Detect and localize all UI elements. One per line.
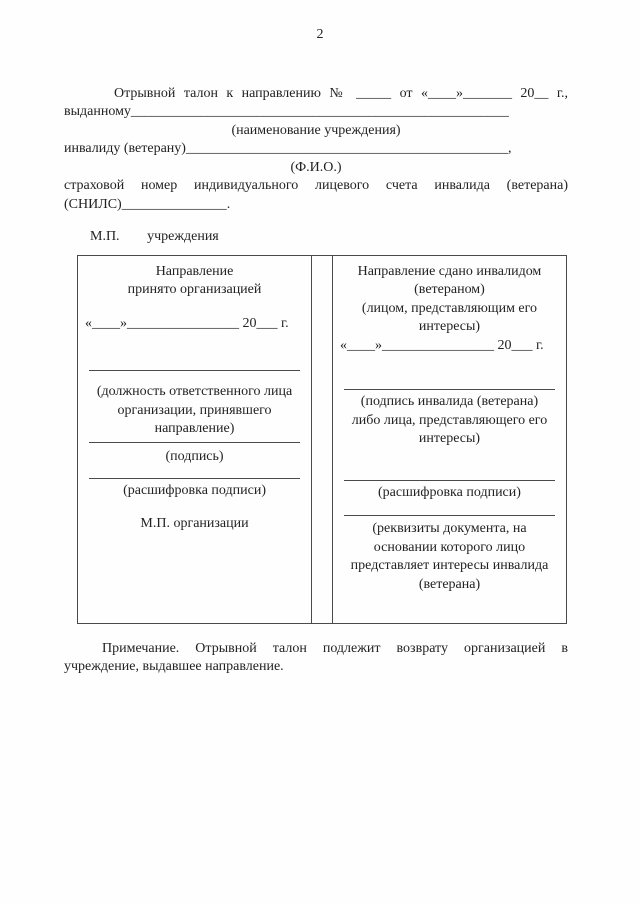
left-transcript-caption: (расшифровка подписи) xyxy=(123,483,266,498)
right-document-caption: (реквизиты документа, на основании котор… xyxy=(350,521,549,592)
table-cell-left: Направление принято организацией «____»_… xyxy=(78,256,311,623)
page-content: Отрывной талон к направлению № _____ от … xyxy=(64,85,568,677)
left-signature-rule-3 xyxy=(89,478,301,479)
snils-description-line: страховой номер индивидуального лицевого… xyxy=(64,178,568,193)
left-title: Направление принято организацией xyxy=(127,263,262,298)
institution-caption: (наименование учреждения) xyxy=(231,122,401,138)
right-signature-caption: (подпись инвалида (ветерана) либо лица, … xyxy=(351,394,548,446)
left-signature-rule-2 xyxy=(89,441,301,443)
left-organization-stamp: М.П. организации xyxy=(140,515,249,531)
left-date-blank-line: «____»________________ 20___ г. xyxy=(85,315,289,331)
right-transcript-caption: (расшифровка подписи) xyxy=(378,484,521,500)
page-number: 2 xyxy=(316,27,324,42)
stamp-holder-label: учреждения xyxy=(147,229,219,244)
right-signature-rule-3 xyxy=(343,515,555,516)
right-date-blank-line: «____»________________ 20___ г. xyxy=(339,337,544,353)
fio-caption: (Ф.И.О.) xyxy=(290,159,342,175)
invalid-veteran-blank-line: инвалиду (ветерану)_____________________… xyxy=(64,141,512,156)
talon-table: Направление принято организацией «____»_… xyxy=(77,254,567,624)
right-signature-rule-2 xyxy=(343,479,555,481)
institution-stamp-line: М.П. учреждения xyxy=(64,228,568,247)
table-divider-column xyxy=(311,255,333,623)
left-signature-caption: (подпись) xyxy=(165,448,224,464)
issued-by-blank-line: выданному_______________________________… xyxy=(64,104,509,119)
note-paragraph: Примечание. Отрывной талон подлежит возв… xyxy=(64,640,568,677)
table-cell-right: Направление сдано инвалидом (ветераном) … xyxy=(333,256,566,623)
left-signature-rule-1 xyxy=(89,370,301,371)
talon-heading-line: Отрывной талон к направлению № _____ от … xyxy=(114,85,568,101)
note-line-2: учреждение, выдавшее направление. xyxy=(64,659,284,674)
intro-paragraph: Отрывной талон к направлению № _____ от … xyxy=(64,85,568,215)
right-title: Направление сдано инвалидом (ветераном) … xyxy=(357,263,542,335)
snils-blank-line: (СНИЛС)_______________. xyxy=(64,196,231,212)
left-position-caption: (должность ответственного лица организац… xyxy=(96,384,293,436)
right-signature-rule-1 xyxy=(343,389,555,390)
stamp-mp-label: М.П. xyxy=(90,229,120,244)
note-line-1: Примечание. Отрывной талон подлежит возв… xyxy=(102,640,568,656)
